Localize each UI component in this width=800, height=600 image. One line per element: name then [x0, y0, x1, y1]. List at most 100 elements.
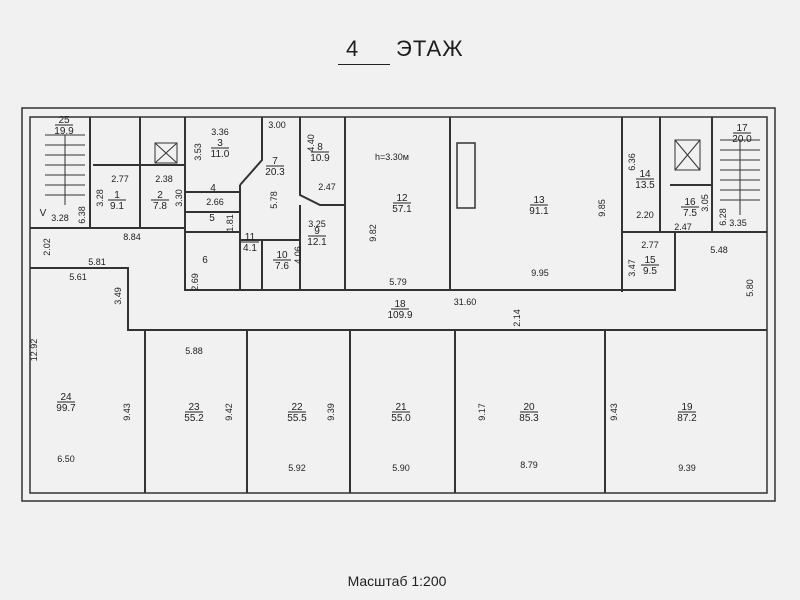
room-area: 11.0 — [211, 149, 230, 160]
room-3: 311.0 — [211, 138, 230, 160]
room-9: 912.1 — [307, 226, 327, 248]
room-area: 4.1 — [243, 243, 257, 254]
room-number: 18 — [394, 299, 406, 310]
room-number: 20 — [523, 402, 535, 413]
room-area: 55.5 — [287, 413, 307, 424]
room-area: 9.1 — [110, 201, 124, 212]
room-area: 57.1 — [392, 204, 412, 215]
dimension-label: 9.39 — [326, 403, 336, 421]
dimension-label: 3.30 — [174, 189, 184, 207]
room-number: 9 — [314, 226, 320, 237]
room-number: 16 — [684, 197, 696, 208]
dimension-label: 3.49 — [113, 287, 123, 305]
room-number: 14 — [639, 169, 651, 180]
room-15: 159.5 — [641, 255, 659, 277]
dimension-label: 3.47 — [627, 259, 637, 277]
room-number: 2 — [157, 190, 163, 201]
dimension-label: 12.92 — [29, 339, 39, 362]
room-6: 6 — [202, 255, 208, 266]
room-area: 13.5 — [635, 180, 655, 191]
room-number: 10 — [276, 250, 288, 261]
room-area: 109.9 — [387, 310, 412, 321]
room-area: 87.2 — [677, 413, 697, 424]
room-number: 4 — [210, 183, 216, 194]
dimension-label: 2.77 — [641, 240, 659, 250]
dimension-label: 4.06 — [293, 246, 303, 264]
room-area: 7.5 — [683, 208, 697, 219]
room-2: 27.8 — [151, 190, 169, 212]
room-number: 21 — [395, 402, 407, 413]
dimension-label: 2.20 — [636, 210, 654, 220]
dimension-label: 5.78 — [269, 191, 279, 209]
room-number: 24 — [60, 392, 72, 403]
room-area: 7.6 — [275, 261, 289, 272]
dimension-label: 5.81 — [88, 257, 106, 267]
dimension-label: 9.43 — [122, 403, 132, 421]
room-number: 8 — [317, 142, 323, 153]
room-number: 19 — [681, 402, 693, 413]
room-labels: 2519.919.127.8311.0456720.3810.9912.1107… — [54, 115, 752, 424]
walls — [21, 107, 776, 502]
dimension-label: 2.38 — [155, 174, 173, 184]
dimension-label: 6.28 — [718, 208, 728, 226]
room-area: 12.1 — [307, 237, 327, 248]
dimension-label: 3.35 — [729, 218, 747, 228]
dimension-label: 2.47 — [318, 182, 336, 192]
dimension-label: 2.66 — [206, 197, 224, 207]
dimension-label: 6.50 — [57, 454, 75, 464]
room-5: 5 — [209, 213, 215, 224]
dimension-label: 6.38 — [77, 206, 87, 224]
floor-number-underline — [338, 64, 390, 65]
room-number: 12 — [396, 193, 408, 204]
room-number: 11 — [245, 232, 256, 243]
room-16: 167.5 — [681, 197, 699, 219]
dimension-label: 5.80 — [745, 279, 755, 297]
dimension-label: 5.79 — [389, 277, 407, 287]
dimension-label: 5.88 — [185, 346, 203, 356]
room-number: 7 — [272, 156, 278, 167]
stairs-right — [720, 139, 760, 215]
dimension-label: 6.36 — [627, 153, 637, 171]
dimension-label: 3.25 — [308, 219, 326, 229]
floor-label: ЭТАЖ — [396, 36, 464, 61]
room-number: 6 — [202, 255, 208, 266]
room-number: 3 — [217, 138, 223, 149]
dimension-label: 1.81 — [225, 214, 235, 232]
room-area: 91.1 — [529, 206, 549, 217]
room-4: 4 — [210, 183, 216, 194]
room-1: 19.1 — [108, 190, 126, 212]
dimension-label: 2.47 — [674, 222, 692, 232]
dimension-label: 2.02 — [42, 238, 52, 256]
ceiling-height-note: h=3.30м — [375, 152, 409, 162]
interior-walls — [30, 117, 767, 493]
room-number: 1 — [114, 190, 120, 201]
dimension-label: 3.00 — [268, 120, 286, 130]
dimension-label: 5.48 — [710, 245, 728, 255]
dimension-label: 2.69 — [190, 273, 200, 291]
dimension-label: 3.05 — [700, 194, 710, 212]
dimension-label: 9.42 — [224, 403, 234, 421]
room-number: 5 — [209, 213, 215, 224]
room-area: 10.9 — [310, 153, 330, 164]
room-8: 810.9 — [310, 142, 330, 164]
dimension-label: 5.61 — [69, 272, 87, 282]
stair-marker: V — [40, 208, 47, 219]
dimension-label: 3.53 — [193, 143, 203, 161]
dimension-label: 9.17 — [477, 403, 487, 421]
room-area: 20.0 — [732, 134, 752, 145]
room-area: 55.2 — [184, 413, 204, 424]
room-10: 107.6 — [273, 250, 291, 272]
scale-label: Масштаб 1:200 — [347, 573, 447, 589]
room-7: 720.3 — [265, 156, 285, 178]
elevator-left-icon — [154, 142, 178, 164]
dimension-label: 9.95 — [531, 268, 549, 278]
